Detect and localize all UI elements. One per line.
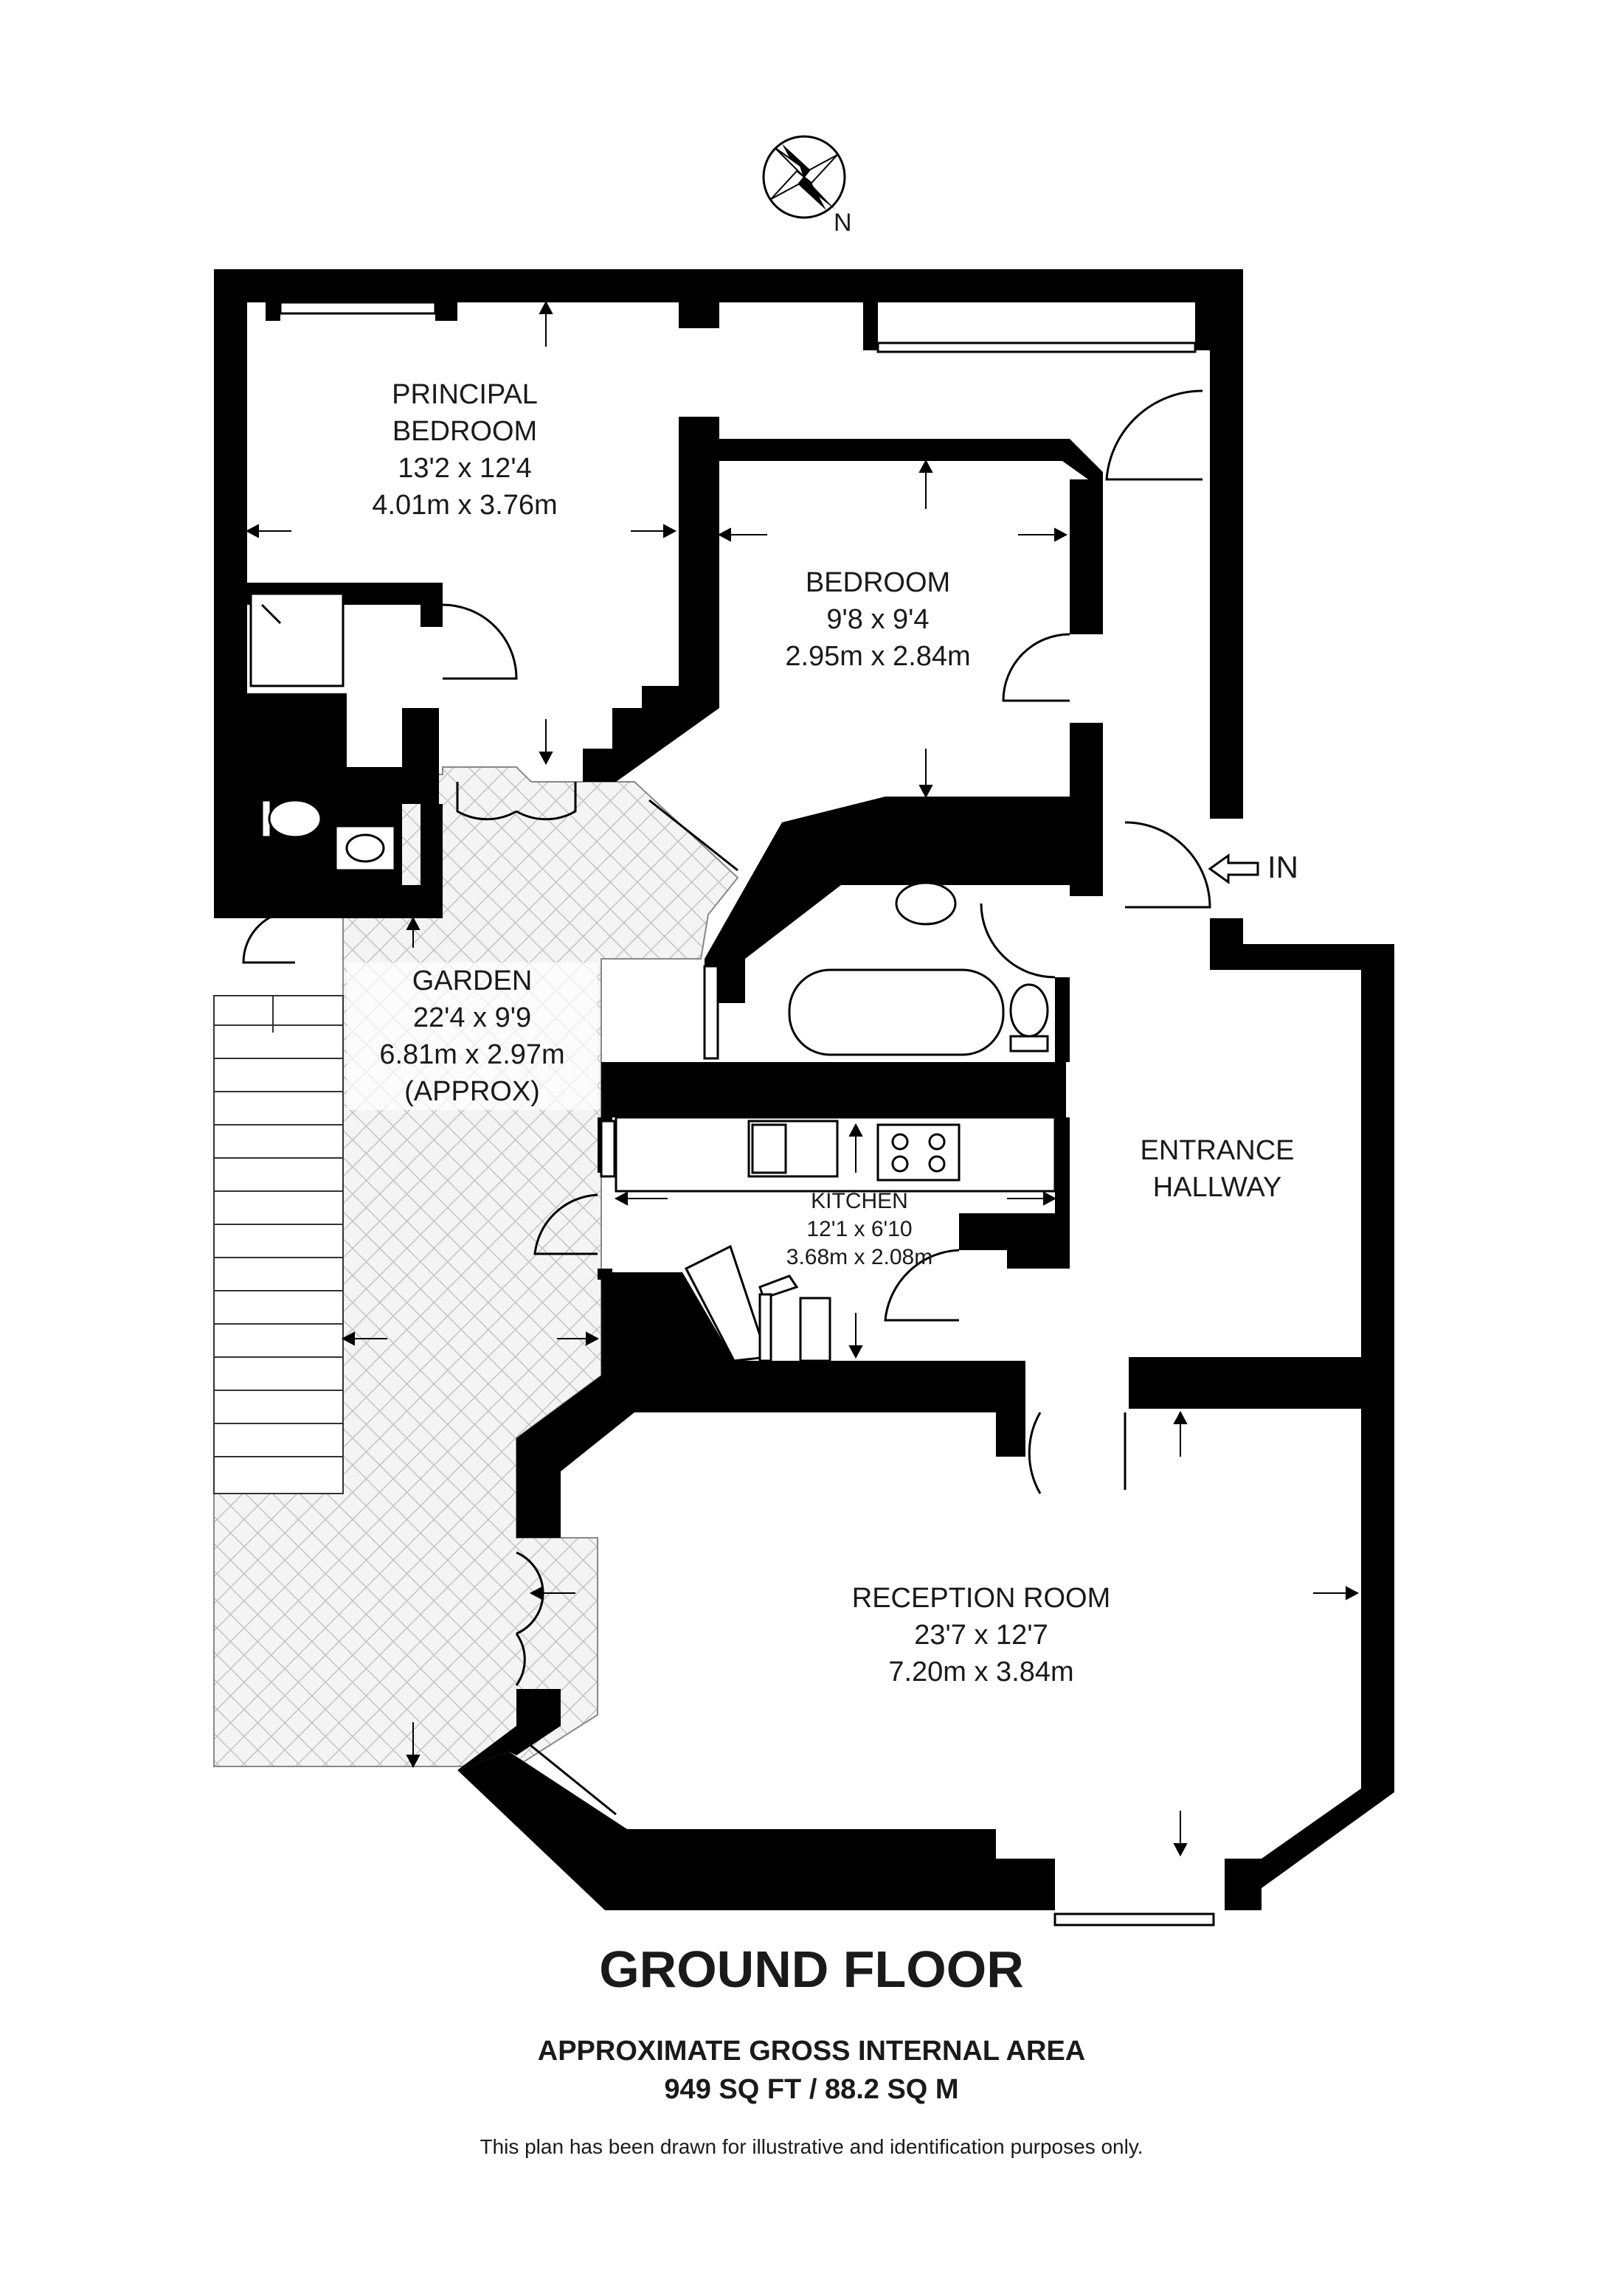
bedroom-imperial: 9'8 x 9'4 bbox=[826, 604, 930, 635]
floor-title: GROUND FLOOR bbox=[599, 1940, 1024, 1998]
entrance-arrow-icon bbox=[1208, 853, 1259, 884]
entrance-hallway-name2: HALLWAY bbox=[1152, 1172, 1282, 1203]
principal-bedroom-name1: PRINCIPAL bbox=[392, 379, 538, 410]
garden-name: GARDEN bbox=[412, 965, 533, 996]
area-value: 949 SQ FT / 88.2 SQ M bbox=[664, 2074, 959, 2105]
reception-room-metric: 7.20m x 3.84m bbox=[888, 1657, 1074, 1688]
garden-label: GARDEN 22'4 x 9'9 6.81m x 2.97m (APPROX) bbox=[347, 963, 598, 1110]
principal-bedroom-metric: 4.01m x 3.76m bbox=[372, 490, 558, 521]
reception-room-name: RECEPTION ROOM bbox=[851, 1583, 1111, 1614]
windows bbox=[279, 301, 1215, 1926]
area-heading: APPROXIMATE GROSS INTERNAL AREA bbox=[537, 2036, 1086, 2067]
garden-imperial: 22'4 x 9'9 bbox=[412, 1002, 532, 1033]
disclaimer-text: This plan has been drawn for illustrativ… bbox=[480, 2135, 1143, 2158]
principal-bedroom-label: PRINCIPAL BEDROOM 13'2 x 12'4 4.01m x 3.… bbox=[325, 376, 605, 524]
compass-north-label: N bbox=[834, 209, 852, 237]
kitchen-name: KITCHEN bbox=[811, 1189, 908, 1213]
principal-bedroom-imperial: 13'2 x 12'4 bbox=[398, 453, 532, 484]
staircase bbox=[213, 995, 344, 1494]
bedroom-name: BEDROOM bbox=[805, 567, 951, 598]
kitchen-imperial: 12'1 x 6'10 bbox=[806, 1217, 913, 1241]
entrance-hallway-name1: ENTRANCE bbox=[1140, 1135, 1295, 1166]
reception-room-imperial: 23'7 x 12'7 bbox=[914, 1620, 1048, 1651]
fixtures bbox=[249, 592, 1056, 1362]
reception-room-label: RECEPTION ROOM 23'7 x 12'7 7.20m x 3.84m bbox=[812, 1580, 1151, 1690]
garden-metric: 6.81m x 2.97m bbox=[379, 1039, 565, 1070]
doors bbox=[242, 389, 1211, 1686]
entrance-in-label: IN bbox=[1267, 850, 1298, 884]
kitchen-metric: 3.68m x 2.08m bbox=[786, 1245, 933, 1269]
walls bbox=[214, 269, 1394, 1910]
principal-bedroom-name2: BEDROOM bbox=[392, 416, 538, 447]
bedroom-label: BEDROOM 9'8 x 9'4 2.95m x 2.84m bbox=[745, 564, 1011, 675]
dimension-arrows bbox=[245, 300, 1360, 1857]
kitchen-label: KITCHEN 12'1 x 6'10 3.68m x 2.08m bbox=[760, 1187, 959, 1272]
entrance-hallway-label: ENTRANCE HALLWAY bbox=[1107, 1132, 1328, 1206]
compass-icon bbox=[762, 135, 846, 219]
bedroom-metric: 2.95m x 2.84m bbox=[785, 641, 971, 672]
garden-note: (APPROX) bbox=[404, 1076, 540, 1107]
